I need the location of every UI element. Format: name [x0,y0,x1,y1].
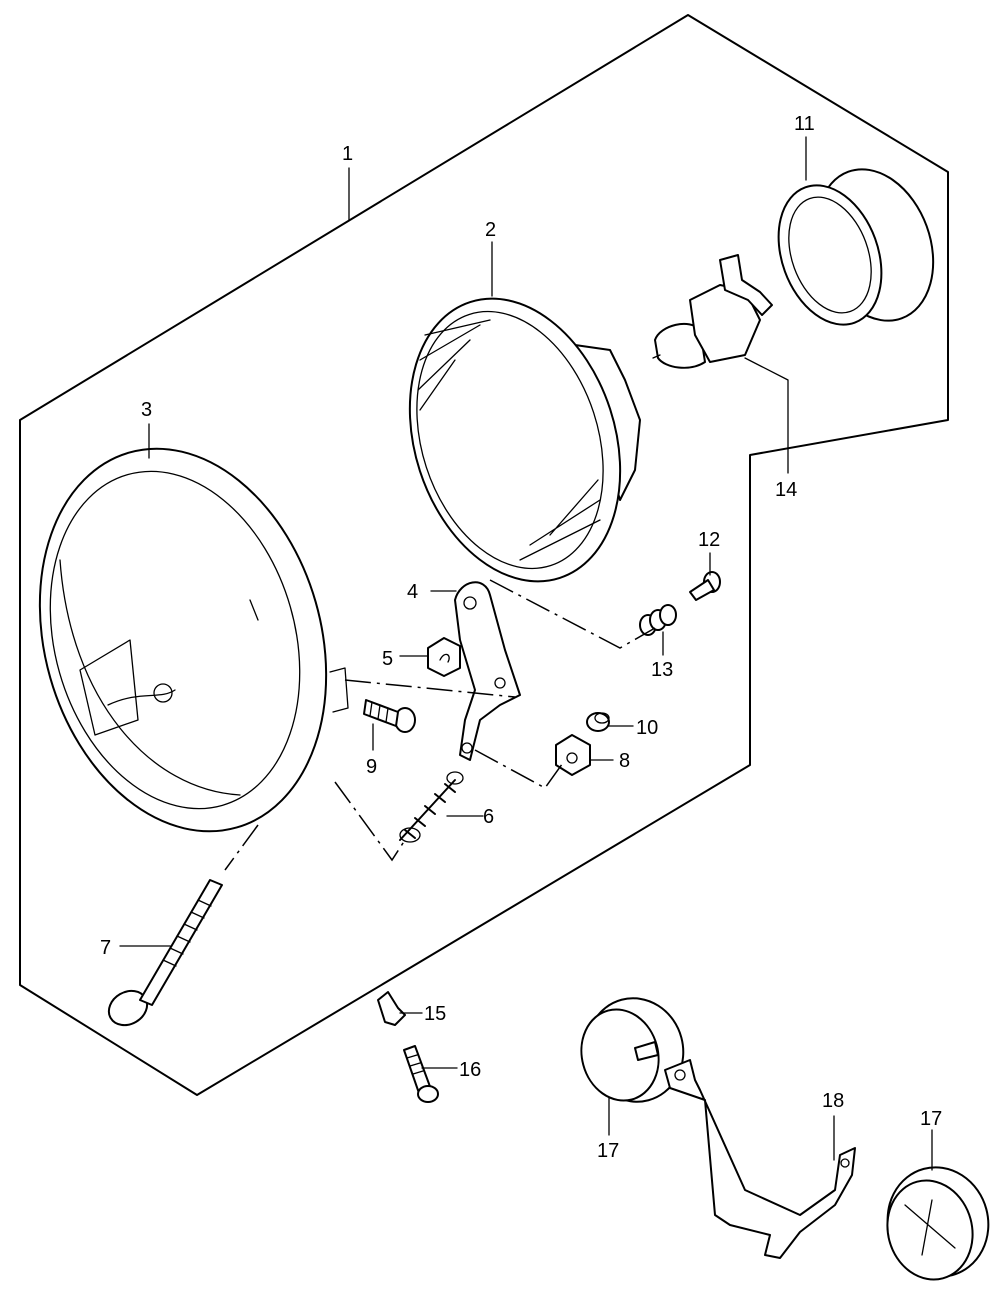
assembly-line-c [474,749,566,789]
cap-10 [586,712,610,732]
callout-16: 16 [459,1059,481,1081]
callout-4: 4 [407,581,418,603]
assembly-line-d [334,781,406,862]
callout-1: 1 [342,143,353,165]
callout-6: 6 [483,806,494,828]
callout-14: 14 [775,479,797,501]
nut-5 [427,637,461,677]
callout-5: 5 [382,648,393,670]
screw-9 [363,699,416,733]
assembly-outline [19,14,949,1096]
reflector-bracket-18 [664,1059,856,1259]
headlight-rim [38,447,349,833]
bolt-16 [403,1045,439,1103]
adjuster-bracket [454,581,521,761]
callout-7: 7 [100,937,111,959]
callout-15: 15 [424,1003,446,1025]
nut-8 [555,734,591,776]
headlight-unit [408,297,641,583]
assembly-line-b [344,679,516,698]
callout-17-left: 17 [597,1140,619,1162]
cushion-15 [377,991,406,1026]
callout-2: 2 [485,219,496,241]
reflector-17-left [580,997,685,1103]
screw-12 [689,571,721,601]
spring-13 [639,604,677,636]
assembly-line-a [489,579,656,649]
reflector-17-right [886,1166,990,1281]
callout-10: 10 [636,717,658,739]
bulb-socket-cover [777,168,935,326]
adjusting-screw-7 [107,879,223,1027]
callout-3: 3 [141,399,152,421]
callout-9: 9 [366,756,377,778]
callout-17-right: 17 [920,1108,942,1130]
headlight-bulb [652,254,773,369]
callout-11: 11 [794,113,815,135]
callout-18: 18 [822,1090,844,1112]
callout-13: 13 [651,659,673,681]
callout-8: 8 [619,750,630,772]
spring-6 [399,771,464,843]
callout-12: 12 [698,529,720,551]
assembly-line-e [224,824,259,871]
leader-lines [119,136,933,1171]
